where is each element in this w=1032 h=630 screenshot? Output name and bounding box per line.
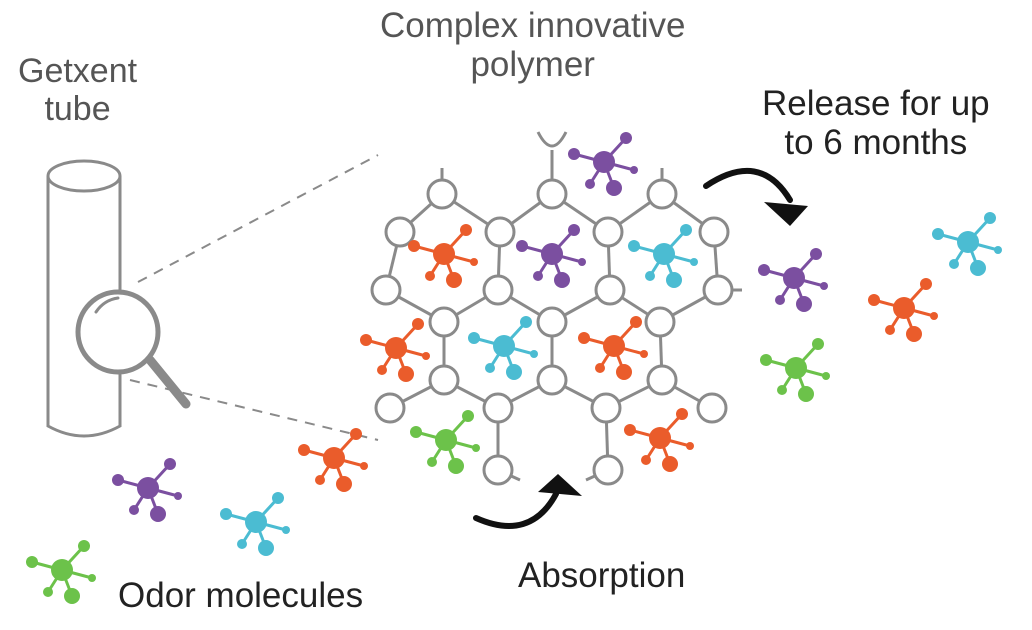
polymer-node	[536, 364, 568, 396]
label-tube-line1: Getxent	[18, 52, 138, 90]
label-release-line1: Release for up	[762, 84, 990, 123]
molecule-icon	[578, 316, 648, 380]
polymer-node	[644, 306, 676, 338]
molecule-icon	[932, 212, 1002, 276]
label-absorption: Absorption	[518, 556, 686, 595]
molecule-icon	[628, 224, 698, 288]
polymer-node	[374, 392, 406, 424]
magnifying-glass-icon	[75, 289, 191, 409]
label-polymer-line2: polymer	[470, 45, 595, 85]
polymer-node	[698, 216, 730, 248]
polymer-node	[594, 274, 626, 306]
polymer-network	[370, 131, 742, 486]
label-release-line2: to 6 months	[784, 123, 968, 163]
curved-arrow-icon	[703, 168, 808, 226]
polymer-node	[536, 178, 568, 210]
polymer-node	[646, 178, 678, 210]
label-getxent-tube: Getxent tube	[18, 52, 137, 128]
polymer-node	[590, 392, 622, 424]
molecule-icon	[408, 224, 478, 288]
polymer-node	[482, 454, 514, 486]
label-polymer-line1: Complex innovative	[380, 6, 686, 45]
molecule-icon	[112, 458, 182, 522]
polymer-node	[592, 454, 624, 486]
molecule-icon	[360, 318, 430, 382]
label-polymer: Complex innovative polymer	[380, 6, 685, 84]
molecule-icon	[26, 540, 96, 604]
polymer-cup	[536, 131, 568, 148]
polymer-node	[482, 274, 514, 306]
label-odor-molecules: Odor molecules	[118, 576, 364, 615]
label-tube-line2: tube	[44, 90, 111, 129]
molecule-icon	[468, 316, 538, 380]
molecule-icon	[760, 338, 830, 402]
polymer-node	[428, 364, 460, 396]
molecule-icon	[868, 278, 938, 342]
polymer-node	[646, 364, 678, 396]
polymer-node	[370, 274, 402, 306]
odor-molecules	[26, 132, 1002, 604]
molecule-icon	[758, 248, 828, 312]
polymer-node	[702, 274, 734, 306]
molecule-icon	[298, 428, 368, 492]
molecule-icon	[624, 408, 694, 472]
polymer-node	[484, 216, 516, 248]
polymer-node	[426, 178, 458, 210]
molecule-icon	[410, 410, 480, 474]
polymer-node	[592, 216, 624, 248]
polymer-node	[384, 216, 416, 248]
label-release: Release for up to 6 months	[762, 84, 990, 162]
polymer-node	[428, 306, 460, 338]
polymer-node	[696, 392, 728, 424]
molecule-icon	[568, 132, 638, 196]
polymer-node	[482, 392, 514, 424]
molecule-icon	[220, 492, 290, 556]
tube-icon	[46, 159, 122, 438]
curved-arrow-icon	[473, 474, 582, 529]
zoom-lines	[129, 154, 379, 441]
polymer-node	[536, 306, 568, 338]
molecule-icon	[516, 224, 586, 288]
